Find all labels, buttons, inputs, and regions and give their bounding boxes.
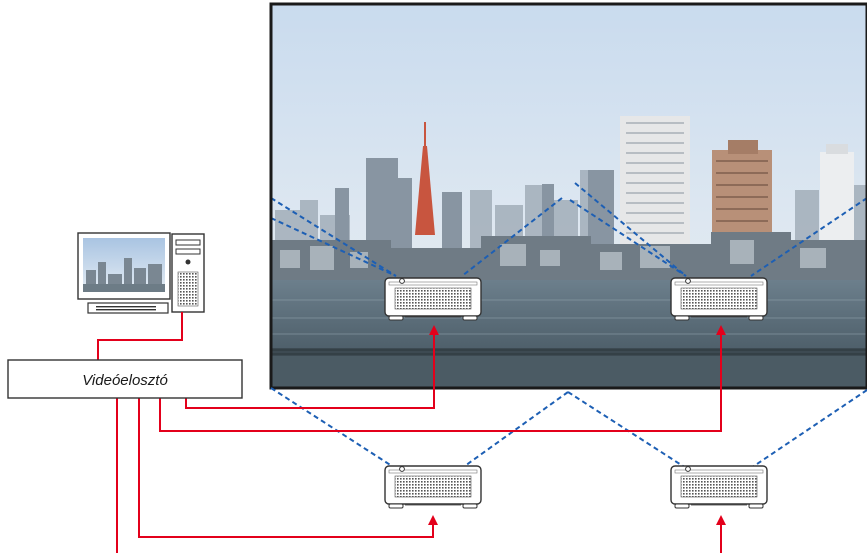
projector-top-right: [670, 277, 768, 321]
video-splitter: Videóelosztó: [7, 359, 243, 399]
desktop-computer-icon: [77, 232, 205, 314]
projection-lines-top: [271, 182, 867, 277]
computer: [77, 232, 205, 314]
projector-bottom-right: [670, 465, 768, 509]
video-splitter-label: Videóelosztó: [82, 372, 168, 389]
projector-top-left: [384, 277, 482, 321]
projector-icon: [670, 277, 768, 321]
signal-cables: [97, 312, 726, 553]
projection-screen: [269, 2, 867, 390]
projector-bottom-left: [384, 465, 482, 509]
projector-icon: [670, 465, 768, 509]
projection-lines-bottom: [270, 387, 867, 469]
projector-icon: [384, 277, 482, 321]
projector-icon: [384, 465, 482, 509]
